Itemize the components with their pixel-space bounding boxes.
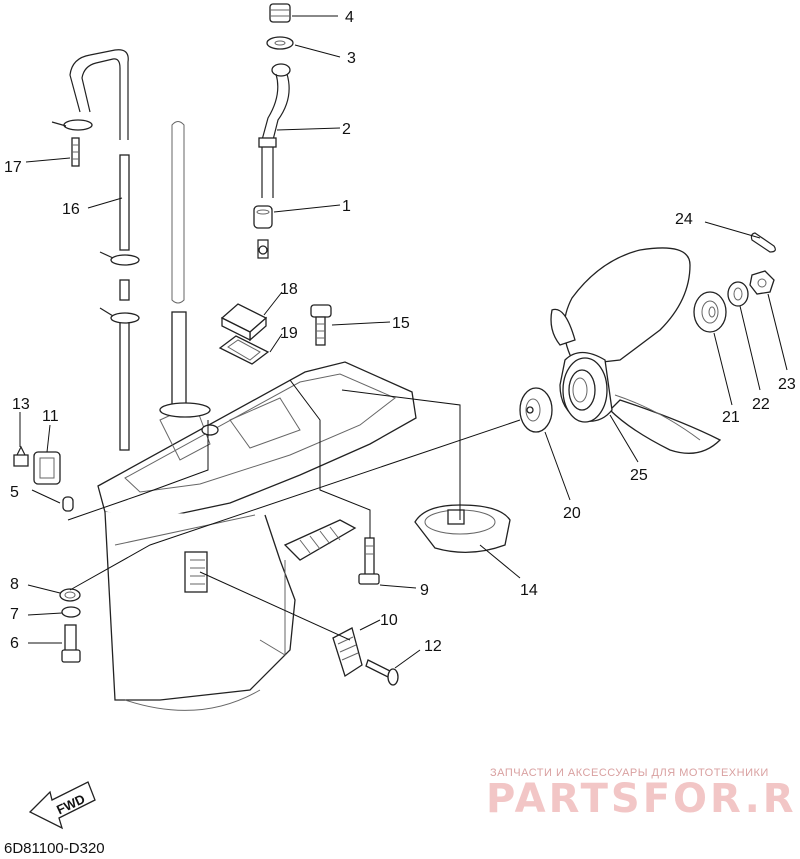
callout-label: 15 <box>392 315 410 332</box>
drive-shaft <box>171 121 187 408</box>
nut-part-23 <box>749 270 775 295</box>
thrust-washer-part-20 <box>519 387 553 433</box>
dowel-pin-part-5 <box>62 496 74 512</box>
callout-label: 14 <box>520 582 538 599</box>
grommet-part-11 <box>33 451 61 485</box>
anode-plate-part-18 <box>220 303 268 342</box>
bolt-part-9 <box>358 537 380 585</box>
screw-part-12 <box>365 659 399 686</box>
watermark: ЗАПЧАСТИ И АКСЕССУАРЫ ДЛЯ МОТОТЕХНИКИ PA… <box>486 767 800 822</box>
seal-part-3 <box>266 36 294 50</box>
watermark-brand: PARTSFOR.RU <box>486 776 800 822</box>
callout-label: 2 <box>342 121 351 138</box>
callout-label: 22 <box>752 396 770 413</box>
callout-label: 3 <box>347 50 356 67</box>
callout-labels: 4 3 2 1 17 16 18 19 15 13 11 5 8 7 6 9 1… <box>4 9 796 655</box>
callout-label: 9 <box>420 582 429 599</box>
fwd-label: FWD <box>54 791 87 817</box>
cotter-pin-part-24 <box>750 232 776 253</box>
callout-label: 4 <box>345 9 354 26</box>
callout-label: 19 <box>280 325 298 342</box>
trim-tab-part-14 <box>414 504 511 553</box>
grommet-part-1 <box>253 205 273 259</box>
callout-label: 17 <box>4 159 22 176</box>
screw-part-17 <box>71 137 80 167</box>
callout-label: 13 <box>12 396 30 413</box>
callout-label: 5 <box>10 484 19 501</box>
callout-label: 7 <box>10 606 19 623</box>
washer-part-7 <box>61 606 81 618</box>
callout-label: 6 <box>10 635 19 652</box>
callout-label: 24 <box>675 211 693 228</box>
hose-clamp-middle <box>99 251 140 324</box>
leader-lines <box>19 15 788 669</box>
bolt-part-15 <box>310 304 332 346</box>
callout-label: 18 <box>280 281 298 298</box>
callout-label: 21 <box>722 409 740 426</box>
bolt-part-6 <box>61 624 81 663</box>
grommet-part-4 <box>269 3 291 23</box>
callout-label: 12 <box>424 638 442 655</box>
water-pipe-part-2 <box>258 63 291 198</box>
screw-part-13 <box>13 445 29 467</box>
plate-part-19 <box>218 335 270 365</box>
hose-clamp-upper <box>51 119 93 131</box>
propeller-part-25 <box>550 247 722 454</box>
callout-label: 20 <box>563 505 581 522</box>
water-hose <box>69 49 130 451</box>
callout-label: 23 <box>778 376 796 393</box>
seal-part-8 <box>59 588 81 602</box>
spacer-part-21 <box>693 291 727 333</box>
callout-label: 11 <box>42 408 59 425</box>
lower-casing <box>97 361 417 711</box>
callout-label: 1 <box>342 198 351 215</box>
callout-label: 25 <box>630 467 648 484</box>
diagram-code: 6D81100-D320 <box>4 840 105 857</box>
callout-label: 10 <box>380 612 398 629</box>
callout-label: 16 <box>62 201 80 218</box>
fwd-arrow-icon: FWD <box>28 781 96 830</box>
callout-label: 8 <box>10 576 19 593</box>
washer-part-22 <box>727 281 749 307</box>
watermark-tagline: ЗАПЧАСТИ И АКСЕССУАРЫ ДЛЯ МОТОТЕХНИКИ <box>490 767 769 779</box>
cover-part-10 <box>332 627 363 678</box>
